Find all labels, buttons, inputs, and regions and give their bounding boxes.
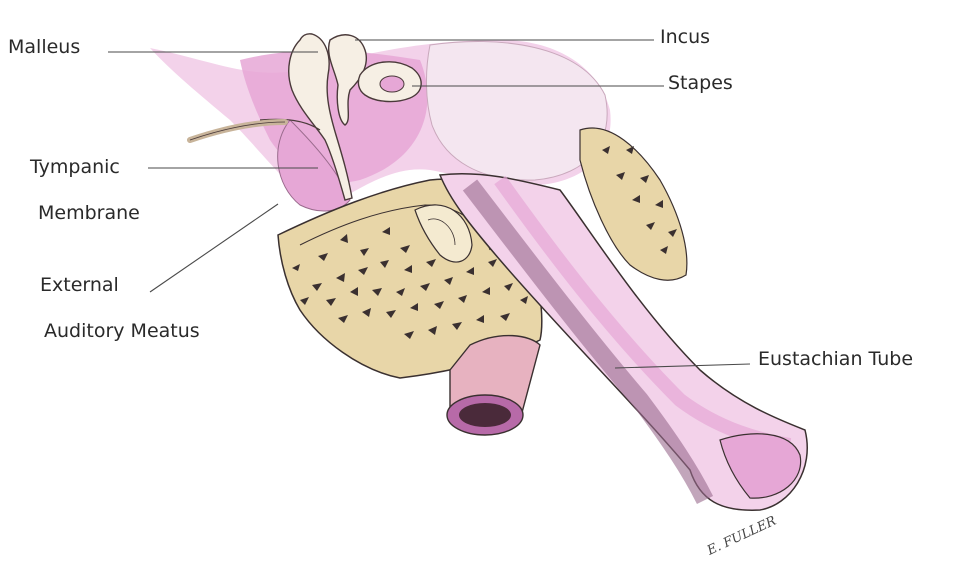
label-eustachian-tube: Eustachian Tube [758,350,913,369]
label-malleus: Malleus [8,38,80,57]
label-stapes: Stapes [668,74,733,93]
stapes-bone [358,62,421,102]
label-tympanic-line1: Tympanic [30,158,120,177]
leader-external [150,204,278,292]
label-external-line1: External [40,276,119,295]
label-incus: Incus [660,28,710,47]
label-tympanic-line2: Membrane [38,204,140,223]
label-external-line2: Auditory Meatus [44,322,200,341]
